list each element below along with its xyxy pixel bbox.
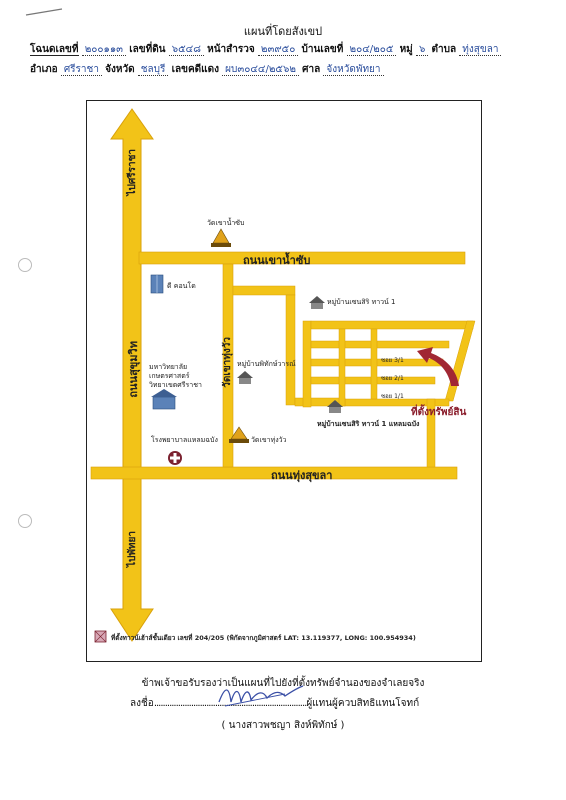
label-village-top: หมู่บ้านเซนสิริ ทาวน์ 1 (327, 298, 396, 306)
legend-property-icon (94, 630, 107, 643)
punch-hole-top (18, 258, 32, 272)
red-case-value: ผบ๓๐๔๔/๒๕๖๒ (222, 64, 299, 76)
road-thung-sukhla (90, 466, 458, 480)
court-label: ศาล (302, 64, 321, 75)
label-to-sriracha: ไปศรีราชา (127, 149, 138, 196)
road-khao-nam-sap (138, 251, 466, 265)
condo-icon (150, 274, 164, 294)
map-frame: ถนนเขาน้ำซับ ถนนทุ่งสุขลา ถนนสุขุมวิท วั… (86, 100, 482, 662)
header-line-1: โฉนดเลขที่ ๒๐๐๑๑๓ เลขที่ดิน ๖๕๔๘ หน้าสำร… (30, 42, 502, 57)
label-village-bottom: หมู่บ้านเซนสิริ ทาวน์ 1 แหลมฉบัง (317, 420, 420, 428)
handwritten-signature (218, 685, 304, 707)
signer-role: ผู้แทนผู้ควบสิทธิแทนโจทก์ (306, 698, 420, 709)
tambon-label: ตำบล (431, 44, 457, 55)
moo-label: หมู่ (399, 44, 413, 55)
label-condo: ดี คอนโด (167, 282, 196, 290)
legend-coordinates: ที่ตั้งทาวน์เฮ้าส์ชั้นเดียว เลขที่ 204/2… (111, 634, 416, 642)
label-temple-bottom: วัดเขาทุ่งวัว (251, 436, 287, 444)
signature-line: ลงชื่อ..................................… (130, 696, 419, 711)
road-wat-khao (222, 263, 234, 468)
label-village-pitak: หมู่บ้านพิทักษ์วารณ์ (237, 360, 296, 368)
province-label: จังหวัด (105, 64, 135, 75)
village-bottom-icon (327, 400, 343, 413)
house-no-value: ๒๐๔/๒๐๕ (346, 44, 397, 56)
sign-label: ลงชื่อ (130, 698, 154, 709)
certify-text: ข้าพเจ้าขอรับรองว่าเป็นแผนที่ไปยังที่ตั้… (141, 678, 425, 689)
map-canvas (90, 108, 476, 643)
hospital-icon (168, 451, 182, 465)
survey-value: ๒๓๙๕๐ (257, 44, 299, 56)
temple-top-icon (211, 228, 231, 247)
label-soi-3: ซอย 1/1 (381, 393, 404, 400)
court-value: จังหวัดพัทยา (323, 64, 384, 76)
village-top-icon (309, 296, 325, 309)
land-no-label: เลขที่ดิน (129, 44, 166, 55)
deed-label: โฉนดเลขที่ (30, 44, 79, 56)
red-case-label: เลขคดีแดง (171, 64, 219, 75)
punch-hole-bottom (18, 514, 32, 528)
label-road-mid: วัดเขาทุ่งวัว (222, 337, 233, 388)
province-value: ชลบุรี (137, 64, 169, 76)
label-property: ที่ตั้งทรัพย์สิน (411, 407, 467, 418)
page-title: แผนที่โดยสังเขป (243, 25, 323, 38)
road-sukhumvit (110, 108, 154, 642)
land-no-value: ๖๕๔๘ (168, 44, 204, 56)
label-soi-2: ซอย 2/1 (381, 375, 404, 382)
label-to-pattaya: ไปพัทยา (127, 531, 138, 568)
temple-bottom-icon (229, 426, 249, 443)
label-road-top: ถนนเขาน้ำซับ (243, 254, 311, 267)
university-icon (151, 389, 177, 410)
label-hospital: โรงพยาบาลแหลมฉบัง (151, 436, 218, 444)
survey-label: หน้าสำรวจ (207, 44, 255, 55)
amphoe-label: อำเภอ (30, 64, 58, 75)
pen-scribble (25, 8, 63, 16)
deed-value: ๒๐๐๑๑๓ (81, 44, 127, 56)
property-arrow (417, 347, 459, 386)
house-no-label: บ้านเลขที่ (301, 44, 344, 55)
sign-dots: ........................................… (153, 698, 308, 709)
label-soi-1: ซอย 3/1 (381, 357, 404, 364)
header-line-2: อำเภอ ศรีราชา จังหวัด ชลบุรี เลขคดีแดง ผ… (30, 62, 384, 77)
label-temple-top: วัดเขาน้ำซับ (207, 219, 245, 227)
amphoe-value: ศรีราชา (60, 64, 102, 76)
label-road-main: ถนนสุขุมวิท (127, 341, 140, 398)
tambon-value: ทุ่งสุขลา (459, 44, 502, 56)
village-pitak-icon (237, 371, 253, 384)
signer-name: ( นางสาวพชญา สิงห์พิทักษ์ ) (221, 720, 345, 731)
moo-value: ๖ (415, 44, 429, 56)
label-university: มหาวิทยาลัยเกษตรศาสตร์ วิทยาเขตศรีราชา (149, 363, 202, 389)
label-road-bottom: ถนนทุ่งสุขลา (271, 469, 333, 482)
